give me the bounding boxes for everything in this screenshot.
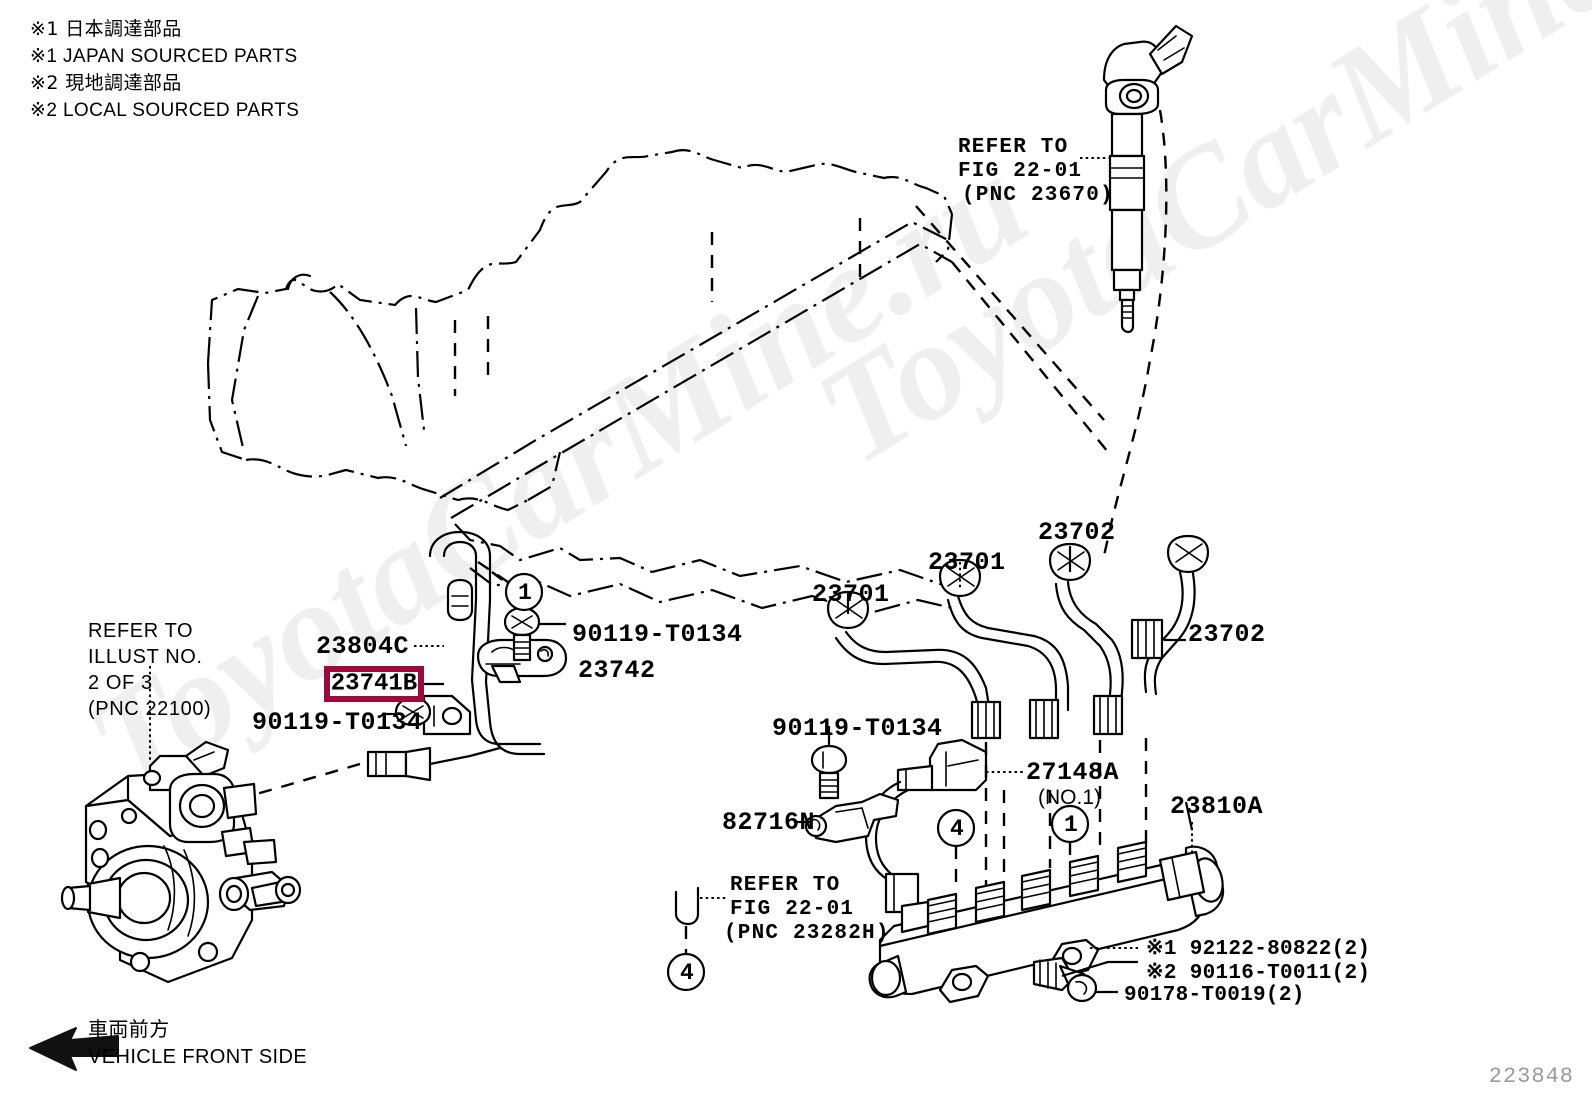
refer-pump-line2: ILLUST NO.: [88, 646, 203, 668]
callout-23702-b: 23702: [1188, 620, 1266, 649]
refer-pump-line3: 2 OF 3: [88, 672, 153, 694]
refer-injector-line1: REFER TO: [958, 136, 1069, 159]
label-leaders: [414, 645, 1194, 831]
vehicle-front-jp: 車両前方: [88, 1017, 170, 1041]
marker-1-rail: 1: [1064, 812, 1078, 838]
callout-23742: 23742: [578, 656, 656, 685]
marker-1-upper: 1: [518, 580, 532, 606]
refer-clamp-line2: FIG 22-01: [730, 898, 855, 921]
spec-line-2: ※2 90116-T0011(2): [1146, 962, 1371, 985]
callout-23810a: 23810A: [1170, 792, 1264, 821]
marker-4-lower: 4: [680, 960, 694, 986]
refer-clamp-line1: REFER TO: [730, 874, 841, 897]
clamp-bracket-glyph: [674, 886, 726, 956]
vehicle-front-arrow: [29, 1027, 119, 1071]
figure-id: 223848: [1488, 1064, 1574, 1089]
callout-23741b-text: 23741B: [330, 670, 418, 698]
common-rail-23810a: [868, 822, 1225, 1004]
spec-line-1: ※1 92122-80822(2): [1146, 938, 1371, 961]
callout-90119-center: 90119-T0134: [772, 714, 943, 743]
callout-23804c: 23804C: [316, 632, 410, 661]
legend-line-2-jp: ※2 現地調達部品: [30, 72, 182, 94]
refer-pump-line4: (PNC 22100): [88, 698, 212, 720]
bolt-90119-left-top: [503, 606, 566, 662]
legend-line-1-en: ※1 JAPAN SOURCED PARTS: [30, 46, 298, 67]
bolt-90178: [1032, 947, 1138, 1003]
fuel-injector-part: [1080, 24, 1194, 557]
callout-23701-a: 23701: [812, 580, 890, 609]
callout-90119-left-top: 90119-T0134: [572, 620, 743, 649]
callout-23702-a: 23702: [1038, 518, 1116, 547]
bolt-90119-center: [810, 726, 848, 800]
callout-90119-left-bottom: 90119-T0134: [252, 708, 423, 737]
callout-27148a: 27148A: [1026, 758, 1120, 787]
fuel-pipes-group: [826, 534, 1210, 740]
callout-27148a-sub: (NO.1): [1038, 786, 1101, 809]
legend-line-1-jp: ※1 日本調達部品: [30, 18, 182, 40]
marker-4-rail: 4: [950, 816, 964, 842]
refer-clamp-line3: (PNC 23282H): [724, 922, 890, 945]
supply-pump-assembly: [60, 666, 302, 984]
marker-circles: [477, 561, 1148, 992]
refer-injector-line2: FIG 22-01: [958, 160, 1083, 183]
refer-pump-line1: REFER TO: [88, 620, 194, 642]
vehicle-front-en: VEHICLE FRONT SIDE: [88, 1046, 308, 1068]
callout-23741b-highlighted[interactable]: 23741B: [324, 666, 424, 702]
engine-cover-outline: [206, 149, 961, 616]
refer-injector-line3: (PNC 23670): [962, 184, 1114, 207]
legend-line-2-en: ※2 LOCAL SOURCED PARTS: [30, 100, 300, 121]
callout-23701-b: 23701: [928, 548, 1006, 577]
spec-line-3: 90178-T0019(2): [1124, 984, 1305, 1007]
callout-82716n: 82716N: [722, 808, 816, 837]
pipe-assembly-23804c: [235, 530, 546, 802]
clip-82716n: [796, 792, 900, 844]
